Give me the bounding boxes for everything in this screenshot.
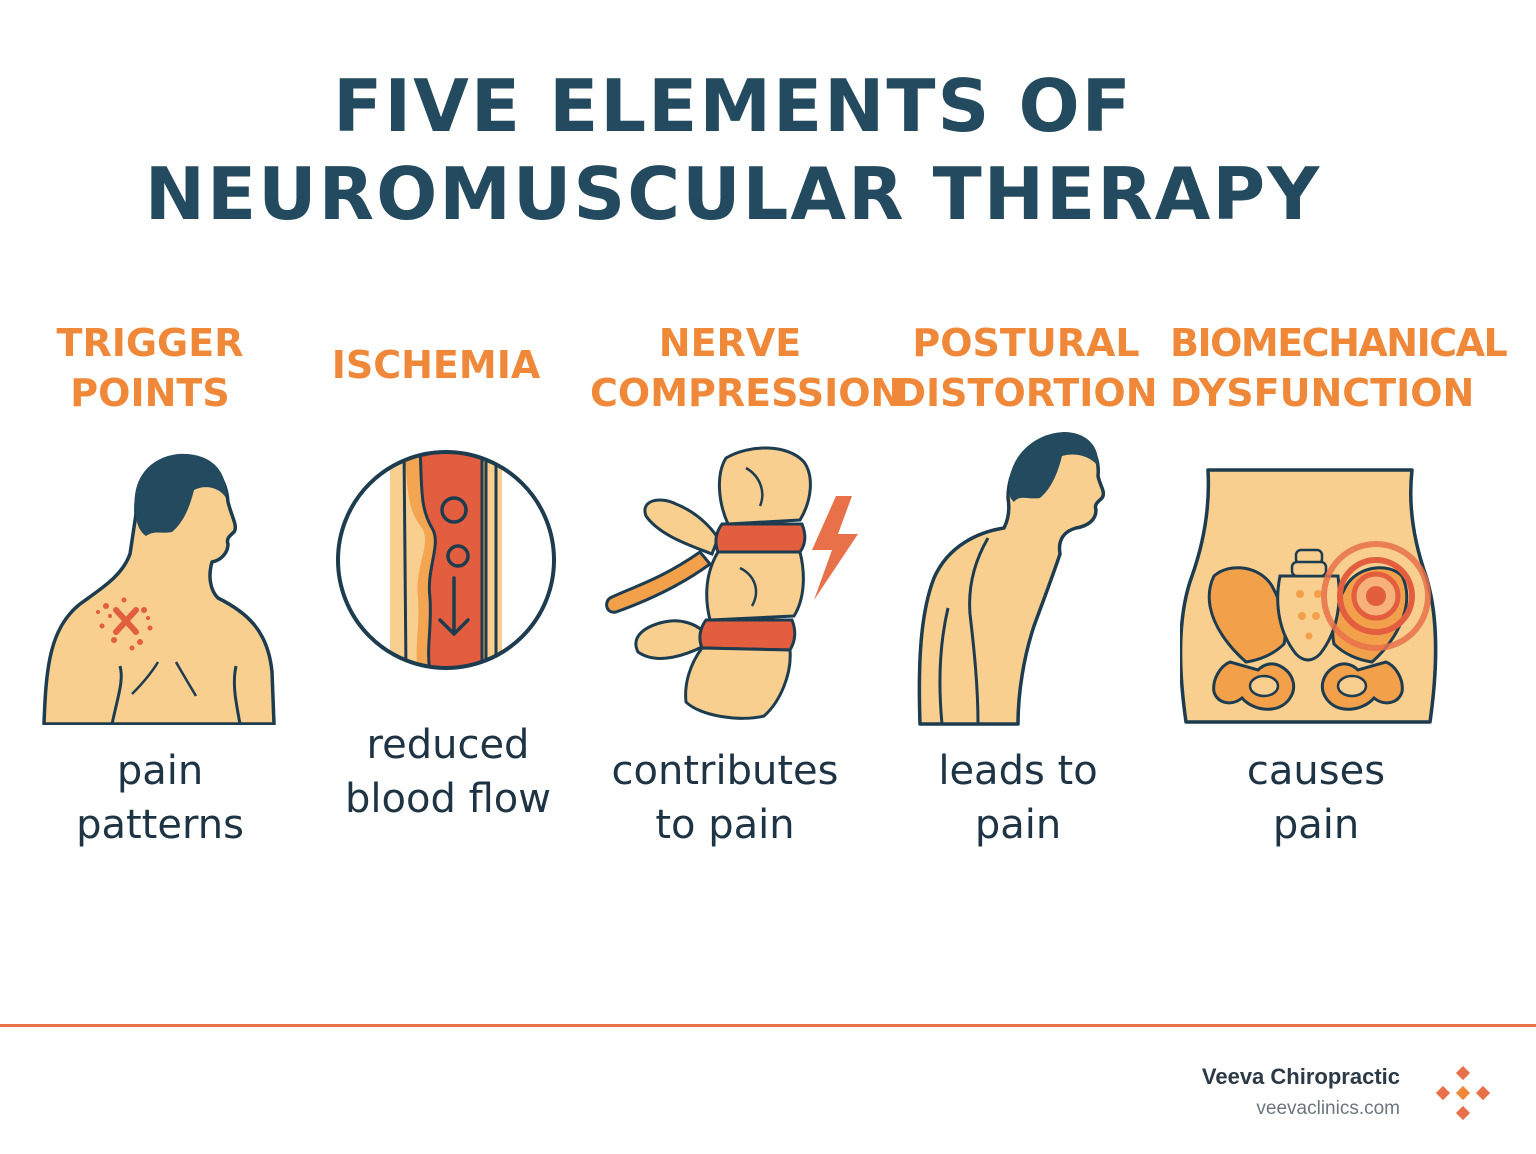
- element-desc-line: reduced: [366, 722, 530, 768]
- element-title-line: POINTS: [70, 371, 230, 415]
- element-desc-line: pain: [116, 748, 204, 794]
- element-title-postural-distortion: POSTURAL DISTORTION: [888, 318, 1164, 418]
- brand-url: veevaclinics.com: [1256, 1098, 1400, 1119]
- brand-name: Veeva Chiropractic: [1201, 1064, 1400, 1089]
- element-desc-line: blood flow: [345, 776, 551, 822]
- element-desc-line: leads to: [938, 748, 1098, 794]
- shoulder-trigger-point-icon: [42, 453, 276, 725]
- element-title-trigger-points: TRIGGER POINTS: [30, 318, 270, 418]
- element-title-line: DISTORTION: [894, 371, 1158, 415]
- element-title-line: POSTURAL: [912, 321, 1140, 365]
- spine-nerve-icon: [605, 446, 858, 720]
- diamond-logo-icon: [1436, 1066, 1490, 1120]
- element-desc-biomechanical-dysfunction: causes pain: [1186, 744, 1446, 852]
- element-desc-line: to pain: [655, 802, 795, 848]
- element-desc-line: contributes: [611, 748, 839, 794]
- blood-vessel-icon: [336, 450, 556, 670]
- slouched-posture-icon: [917, 432, 1106, 726]
- element-title-line: ISCHEMIA: [331, 343, 541, 387]
- element-title-ischemia: ISCHEMIA: [316, 340, 556, 390]
- element-title-line: BIOMECHANICAL: [1170, 321, 1508, 365]
- element-title-nerve-compression: NERVE COMPRESSION: [590, 318, 903, 418]
- element-desc-line: causes: [1246, 748, 1386, 794]
- element-title-line: NERVE: [658, 321, 802, 365]
- element-title-line: TRIGGER: [56, 321, 244, 365]
- page-title-line-2: NEUROMUSCULAR THERAPY: [144, 152, 1322, 236]
- element-desc-line: pain: [974, 802, 1062, 848]
- element-desc-nerve-compression: contributes to pain: [590, 744, 860, 852]
- element-desc-trigger-points: pain patterns: [30, 744, 290, 852]
- element-desc-postural-distortion: leads to pain: [888, 744, 1148, 852]
- pelvis-target-icon: [1180, 468, 1438, 724]
- element-title-biomechanical-dysfunction: BIOMECHANICAL DYSFUNCTION: [1170, 318, 1508, 418]
- element-desc-ischemia: reduced blood flow: [318, 718, 578, 826]
- element-title-line: COMPRESSION: [590, 371, 903, 415]
- element-desc-line: pain: [1272, 802, 1360, 848]
- page-title: FIVE ELEMENTS OF NEUROMUSCULAR THERAPY: [0, 62, 1466, 238]
- page-title-line-1: FIVE ELEMENTS OF: [333, 64, 1133, 148]
- footer-divider: [0, 1024, 1536, 1027]
- element-title-line: DYSFUNCTION: [1170, 371, 1475, 415]
- element-desc-line: patterns: [76, 802, 244, 848]
